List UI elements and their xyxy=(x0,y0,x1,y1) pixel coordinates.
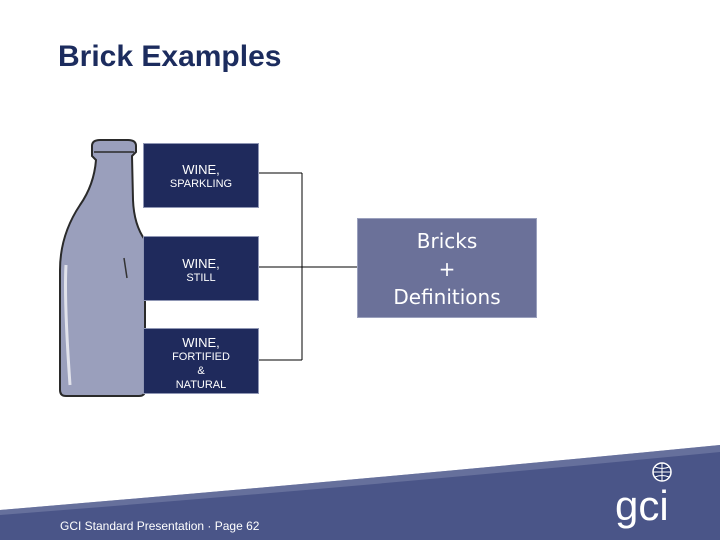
brick-sublabel: STILL xyxy=(186,272,216,284)
brick-wine-still: WINE, STILL xyxy=(143,236,259,301)
definitions-box: Bricks + Definitions xyxy=(357,218,537,318)
footer-band-highlight xyxy=(0,445,720,515)
footer-text: GCI Standard Presentation · Page 62 xyxy=(60,519,260,533)
brick-sublabel: FORTIFIED & NATURAL xyxy=(172,351,230,391)
slide-title: Brick Examples xyxy=(58,40,282,73)
connector-lines xyxy=(259,172,357,361)
globe-icon xyxy=(652,462,672,482)
brick-label: WINE, xyxy=(182,162,220,177)
brick-label: WINE, xyxy=(182,256,220,271)
brick-sublabel: SPARKLING xyxy=(169,178,233,190)
brick-label: WINE, xyxy=(182,335,220,350)
gci-logo: gci xyxy=(615,462,672,529)
logo-text: gci xyxy=(615,482,669,529)
brick-wine-fortified: WINE, FORTIFIED & NATURAL xyxy=(143,328,259,394)
brick-wine-sparkling: WINE, SPARKLING xyxy=(143,143,259,208)
wine-bottle-icon xyxy=(59,139,146,397)
